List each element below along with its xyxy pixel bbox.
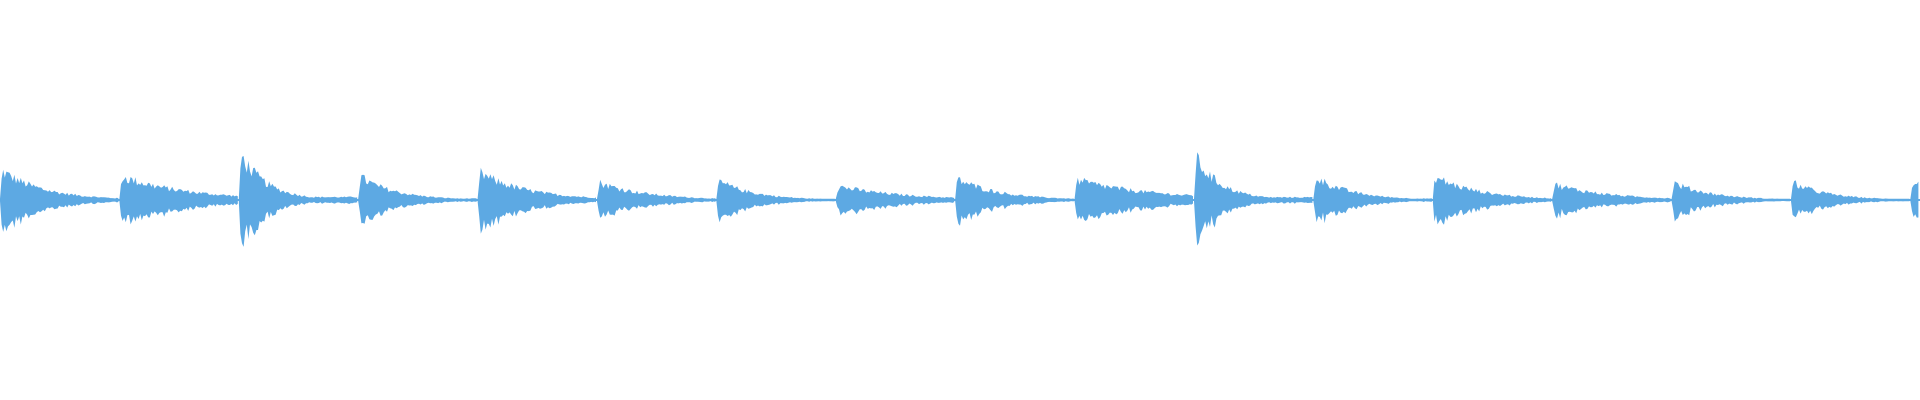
waveform-segment xyxy=(1791,180,1910,218)
waveform-segment xyxy=(238,156,358,247)
waveform-segments xyxy=(0,152,1920,247)
waveform-segment xyxy=(1432,177,1552,225)
waveform-segment xyxy=(1671,181,1790,222)
waveform-segment xyxy=(597,179,716,218)
waveform-segment xyxy=(1194,152,1313,246)
waveform-segment xyxy=(955,177,1074,226)
waveform-centerline xyxy=(0,199,1920,201)
